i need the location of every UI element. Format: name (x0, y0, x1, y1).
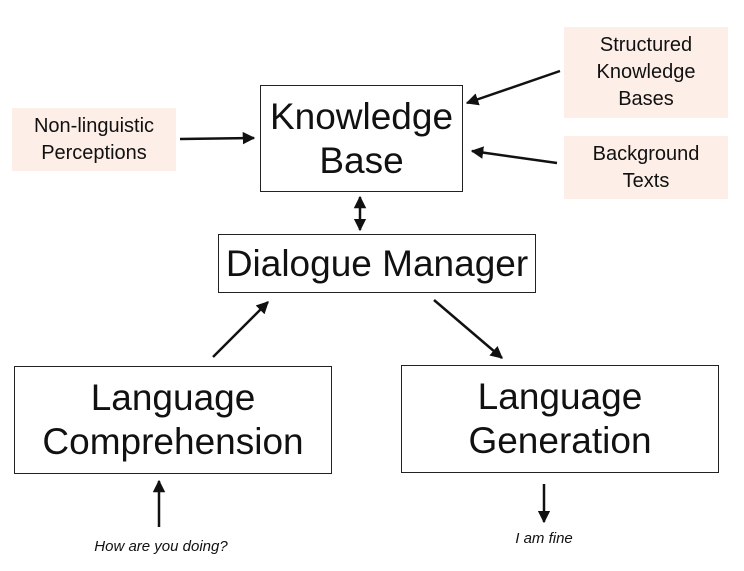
arrow-background-texts-to-kb (470, 146, 558, 165)
structured-label: Structured (599, 34, 693, 56)
structured-knowledge-bases-box: Structured Knowledge Bases (564, 27, 728, 118)
non-linguistic-perceptions-box: Non-linguistic Perceptions (12, 108, 176, 171)
arrow-structured-kb-to-kb (465, 69, 561, 106)
arrow-dm-to-generation (433, 299, 503, 359)
language-generation-box: Language Generation (401, 365, 719, 473)
arrow-perceptions-to-kb (179, 131, 256, 145)
dialogue-manager-box: Dialogue Manager (218, 234, 536, 293)
knowledge-base-line1: Knowledge (269, 95, 454, 137)
background-texts-box: Background Texts (564, 136, 728, 199)
bases-label: Bases (618, 88, 674, 110)
language-comprehension-box: Language Comprehension (14, 366, 332, 474)
language-generation-line2: Generation (468, 420, 652, 461)
language-generation-line1: Language (477, 376, 643, 418)
language-comprehension-line2: Comprehension (42, 421, 304, 462)
perceptions-label: Perceptions (41, 141, 147, 164)
non-linguistic-label: Non-linguistic (33, 114, 155, 137)
background-label: Background (592, 142, 700, 165)
dialogue-manager-label: Dialogue Manager (225, 242, 529, 284)
knowledge-base-line2: Base (319, 139, 404, 181)
knowledge-label: Knowledge (596, 61, 696, 83)
language-comprehension-line1: Language (90, 377, 256, 419)
output-utterance: I am fine (515, 530, 573, 547)
knowledge-base-box: Knowledge Base (260, 85, 463, 192)
input-utterance: How are you doing? (94, 538, 228, 555)
arrow-comprehension-to-dm (212, 301, 269, 358)
texts-label: Texts (622, 169, 670, 192)
